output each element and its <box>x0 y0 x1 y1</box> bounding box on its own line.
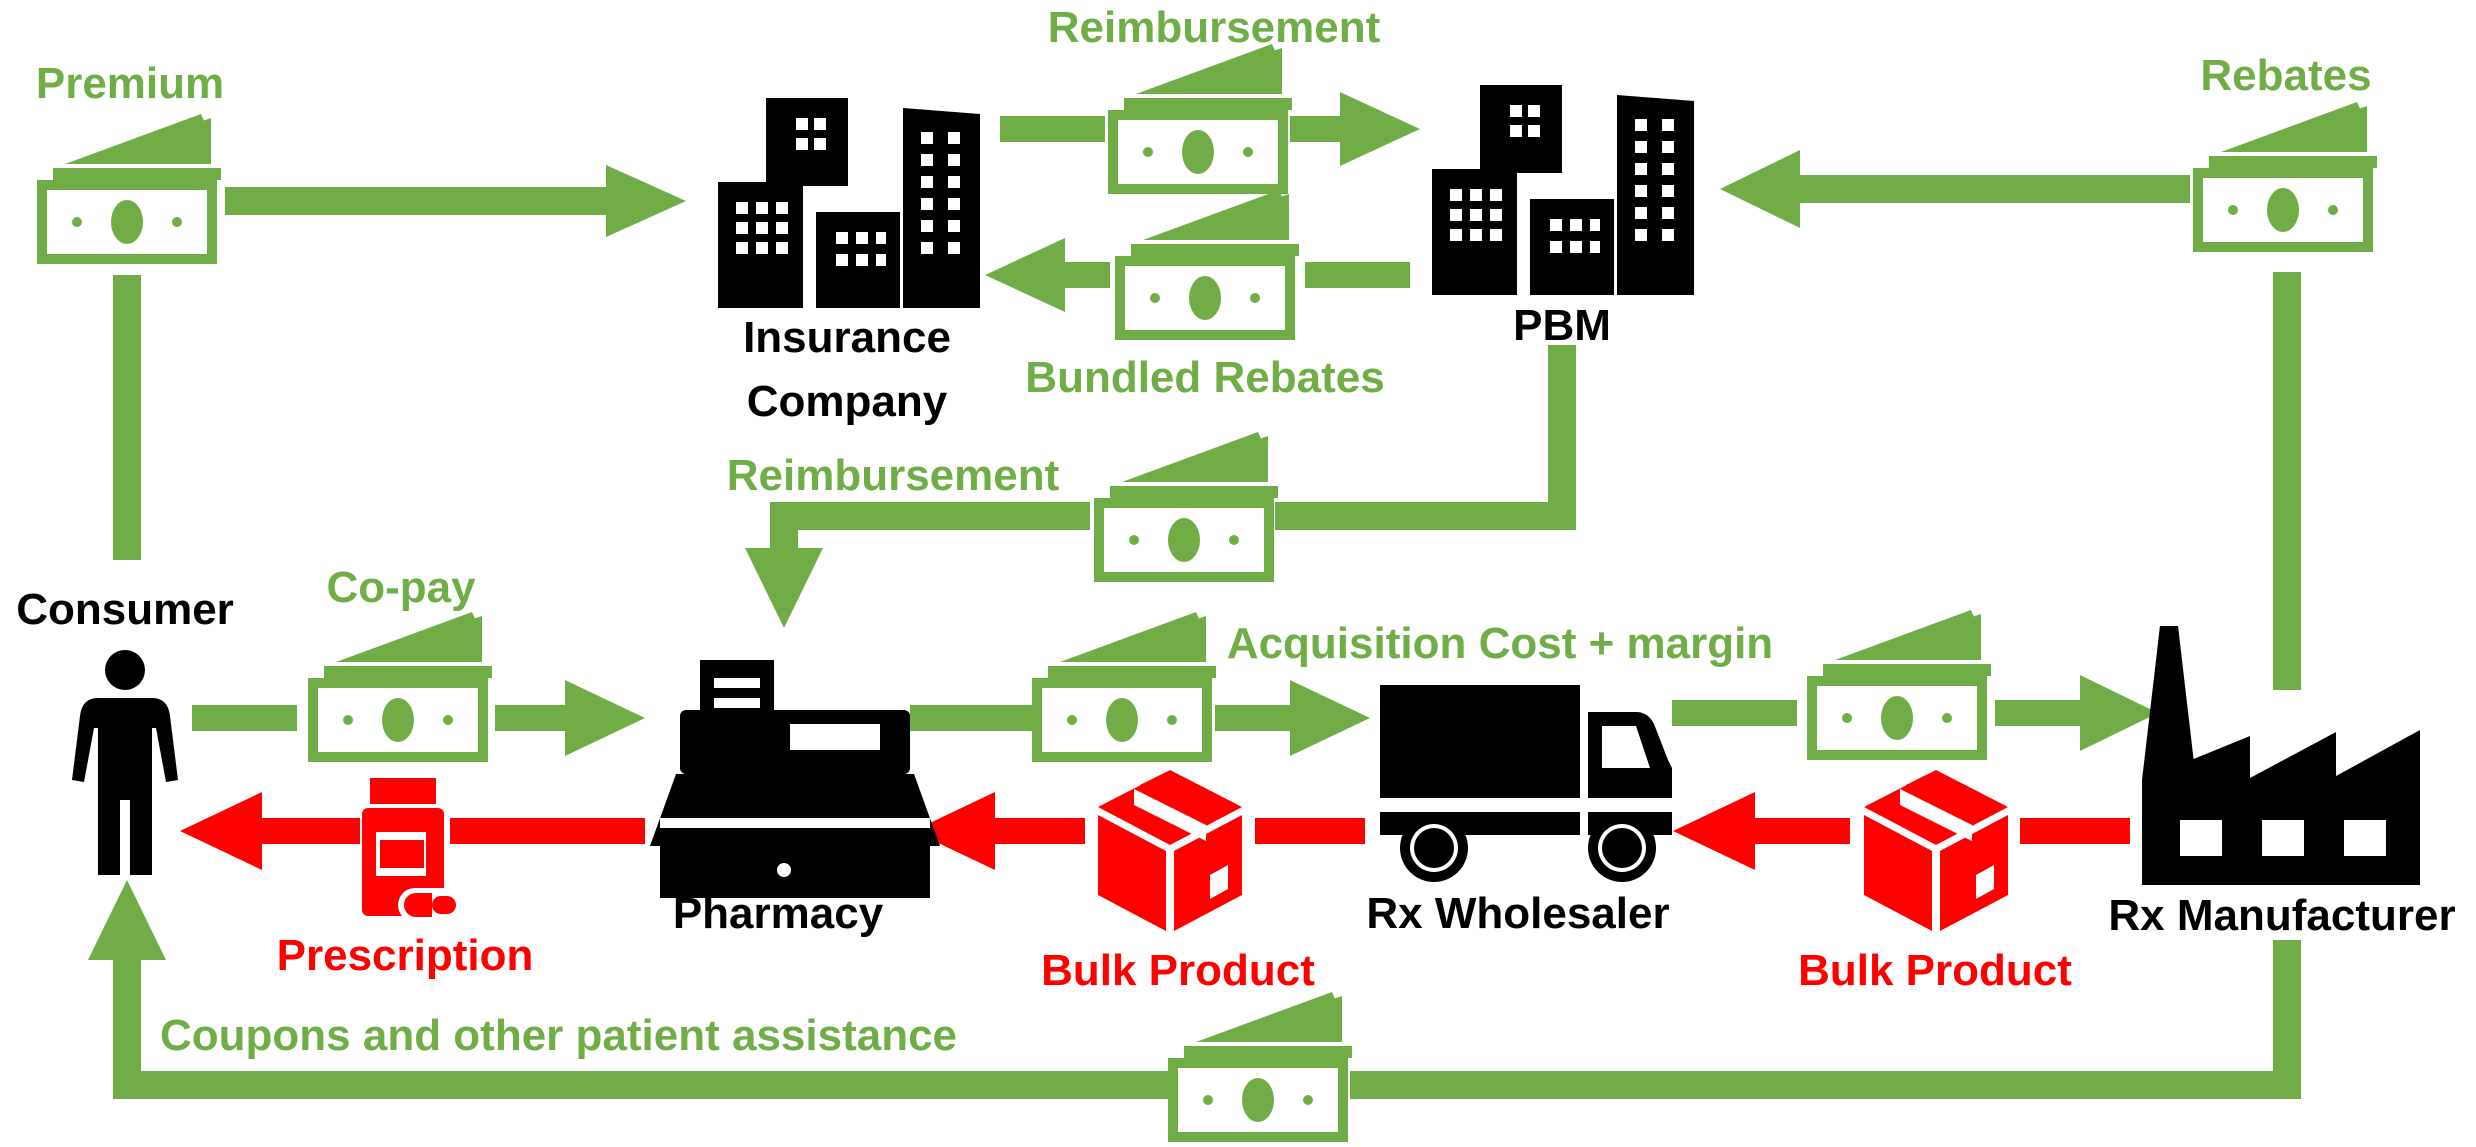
reimbursement-pharmacy-label: Reimbursement <box>727 451 1060 500</box>
premium-money-icon <box>37 114 221 264</box>
premium-line-vertical <box>113 275 141 560</box>
insurance-label-line2: Company <box>747 377 948 426</box>
premium-arrowhead <box>606 165 686 237</box>
prescription-bottle-icon <box>362 778 464 922</box>
bundled-rebates-money-icon <box>1115 190 1299 340</box>
reimbursement-top-label: Reimbursement <box>1048 3 1381 52</box>
delivery-truck-icon <box>1380 685 1672 882</box>
bulk-product-2-label: Bulk Product <box>1798 946 2072 995</box>
insurance-label-line1: Insurance <box>743 313 951 362</box>
person-icon <box>72 650 178 875</box>
rebates-line-vertical <box>2273 272 2301 690</box>
product-icons <box>362 770 2008 931</box>
bundled-rebates-label: Bundled Rebates <box>1025 353 1384 402</box>
factory-icon <box>2142 626 2420 885</box>
reimbursement-pharmacy-shaft-left <box>770 502 1090 530</box>
reimbursement-pharmacy-shaft-right <box>1275 502 1576 530</box>
bulk-product-1-arrowhead <box>913 792 995 870</box>
money-flows <box>88 92 2301 1099</box>
wholesaler-manufacturer-arrowhead <box>2080 675 2158 751</box>
labels: Insurance Company PBM Consumer Pharmacy … <box>16 3 2455 1060</box>
bulk-product-2-shaft-right <box>2020 818 2130 844</box>
rebates-money-icon <box>2193 102 2377 252</box>
coupons-arrowhead <box>88 880 166 960</box>
wholesaler-manufacturer-shaft-left <box>1672 700 1797 726</box>
coupons-line-bottom-left <box>113 1071 1183 1099</box>
prescription-shaft-left <box>250 818 360 844</box>
reimbursement-pharmacy-arrowhead <box>745 548 823 628</box>
reimbursement-top-money-icon <box>1108 44 1292 194</box>
copay-shaft-left <box>192 705 297 731</box>
rebates-arrowhead <box>1720 150 1800 228</box>
bulk-product-1-box-icon <box>1098 770 1242 931</box>
premium-label: Premium <box>36 59 224 108</box>
consumer-label: Consumer <box>16 585 234 634</box>
bulk-product-2-box-icon <box>1864 770 2008 931</box>
bulk-product-1-shaft-right <box>1255 818 1365 844</box>
wholesaler-manufacturer-money-icon <box>1807 610 1991 760</box>
reimbursement-top-shaft-left <box>1000 116 1105 142</box>
bulk-product-2-arrowhead <box>1673 792 1755 870</box>
acquisition-shaft-left <box>910 705 1040 731</box>
prescription-label: Prescription <box>277 931 534 980</box>
bundled-rebates-arrowhead <box>985 238 1065 312</box>
cash-register-icon <box>650 660 940 898</box>
wholesaler-label: Rx Wholesaler <box>1366 889 1669 938</box>
product-flows <box>180 792 2130 870</box>
reimbursement-pharmacy-money-icon <box>1094 432 1278 582</box>
copay-shaft-right <box>495 705 575 731</box>
acquisition-label: Acquisition Cost + margin <box>1227 619 1773 668</box>
entity-icons <box>72 85 2420 898</box>
coupons-label: Coupons and other patient assistance <box>160 1011 957 1060</box>
pbm-buildings-icon <box>1432 85 1694 295</box>
coupons-money-icon <box>1168 992 1352 1142</box>
bulk-product-1-shaft-left <box>985 818 1085 844</box>
prescription-arrowhead <box>180 792 262 870</box>
premium-arrow-shaft <box>225 187 620 215</box>
rebates-label: Rebates <box>2200 51 2371 100</box>
insurance-buildings-icon <box>718 98 980 308</box>
acquisition-money-icon <box>1032 612 1216 762</box>
acquisition-arrowhead <box>1290 680 1370 756</box>
bulk-product-1-label: Bulk Product <box>1041 946 1315 995</box>
wholesaler-manufacturer-shaft-right <box>1995 700 2095 726</box>
coupons-line-bottom-right <box>1350 1071 2301 1099</box>
bundled-rebates-shaft-right <box>1305 262 1410 288</box>
copay-money-icon <box>308 612 492 762</box>
manufacturer-label: Rx Manufacturer <box>2108 891 2455 940</box>
copay-label: Co-pay <box>326 563 476 612</box>
reimbursement-top-arrowhead <box>1340 92 1420 166</box>
reimbursement-pharmacy-line-vertical <box>1548 345 1576 528</box>
copay-arrowhead <box>565 680 645 756</box>
coupons-line-left-vertical <box>113 950 141 1099</box>
bulk-product-2-shaft-left <box>1745 818 1850 844</box>
pharmacy-label: Pharmacy <box>673 889 884 938</box>
rebates-shaft <box>1790 175 2190 203</box>
pbm-label: PBM <box>1513 301 1611 350</box>
prescription-shaft-right <box>450 818 645 844</box>
